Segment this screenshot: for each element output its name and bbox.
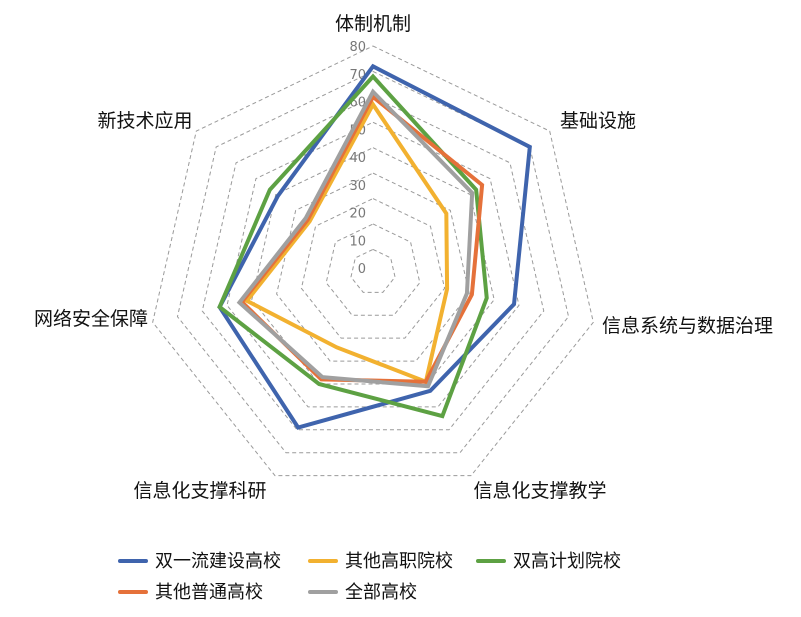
legend-item: 双一流建设高校: [118, 551, 281, 572]
legend-label: 双一流建设高校: [155, 551, 281, 572]
grid-ring: [325, 223, 421, 316]
tick-label: 20: [349, 207, 366, 222]
series-1: [243, 100, 450, 385]
series-line: [243, 100, 450, 385]
series-line: [236, 88, 475, 389]
axis-label: 信息系统与数据治理: [602, 315, 773, 337]
grid-ring: [176, 70, 570, 454]
grid-ring: [350, 248, 396, 293]
legend-item: 其他高职院校: [308, 551, 453, 572]
legend-label: 全部高校: [345, 582, 417, 603]
axis-label: 基础设施: [560, 110, 636, 132]
legend-label: 双高计划院校: [513, 551, 621, 572]
legend-label: 其他普通高校: [155, 582, 263, 603]
legend-item: 全部高校: [308, 582, 417, 603]
axis-label: 新技术应用: [97, 110, 192, 132]
grid-ring: [276, 172, 470, 362]
tick-label: 80: [349, 40, 366, 55]
grid-ring: [300, 197, 446, 339]
axis-label: 网络安全保障: [34, 308, 148, 330]
series-line: [217, 63, 532, 430]
grid-ring: [201, 96, 545, 431]
axis-label: 信息化支撑科研: [133, 480, 266, 502]
grid-ring: [226, 121, 520, 408]
grid-ring: [152, 45, 594, 477]
tick-label: 40: [349, 151, 366, 166]
legend-item: 双高计划院校: [476, 551, 621, 572]
series-line: [217, 73, 489, 419]
legend-label: 其他高职院校: [345, 551, 453, 572]
tick-label: 0: [358, 262, 366, 277]
legend-item: 其他普通高校: [118, 582, 263, 603]
axis-label: 体制机制: [335, 13, 411, 35]
series-2: [217, 73, 489, 419]
tick-label: 10: [349, 234, 366, 249]
axis-label: 信息化支撑教学: [473, 480, 606, 502]
tick-label: 30: [349, 179, 366, 194]
series-4: [236, 88, 475, 389]
